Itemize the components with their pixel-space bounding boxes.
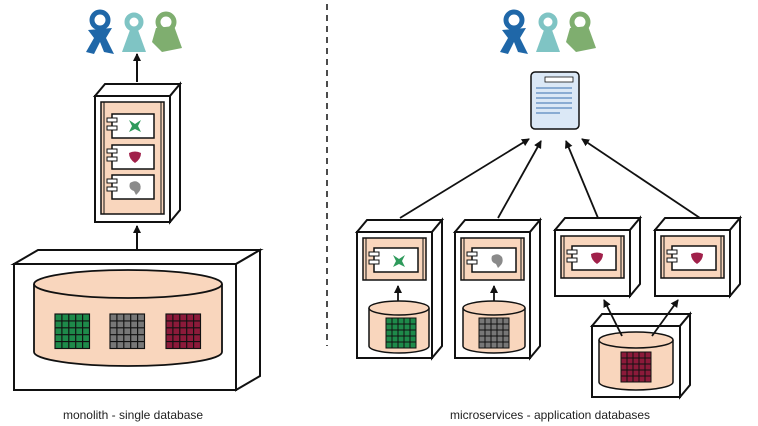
user-teal-icon [536, 15, 560, 52]
caption-monolith: monolith - single database [62, 408, 204, 422]
service-arrows [399, 138, 701, 219]
grid-gray-icon [478, 317, 510, 349]
grid-green-icon [54, 313, 91, 350]
service-box-star [354, 217, 445, 361]
shared-database-box [589, 311, 693, 400]
grid-red-icon [620, 351, 652, 383]
component-icon [106, 113, 155, 139]
service-box-heart-1 [552, 215, 643, 299]
user-green-icon [152, 14, 182, 52]
component-icon [106, 174, 155, 200]
grid-green-icon [385, 317, 417, 349]
grid-red-icon [165, 313, 202, 350]
grid-gray-icon [109, 313, 146, 350]
service-box-blob [452, 217, 543, 361]
caption-microservices: microservices - application databases [449, 408, 651, 422]
shared-db-arrows [603, 299, 679, 337]
user-green-icon [566, 14, 596, 52]
document-icon [530, 71, 580, 130]
monolith-app-box [92, 81, 183, 225]
service-box-heart-2 [652, 215, 743, 299]
monolith-database-box [10, 248, 264, 392]
user-blue-icon [500, 12, 528, 54]
component-icon [106, 144, 155, 170]
monolith-users [86, 12, 182, 54]
user-teal-icon [122, 15, 146, 52]
microservices-users [500, 12, 596, 54]
user-blue-icon [86, 12, 114, 54]
